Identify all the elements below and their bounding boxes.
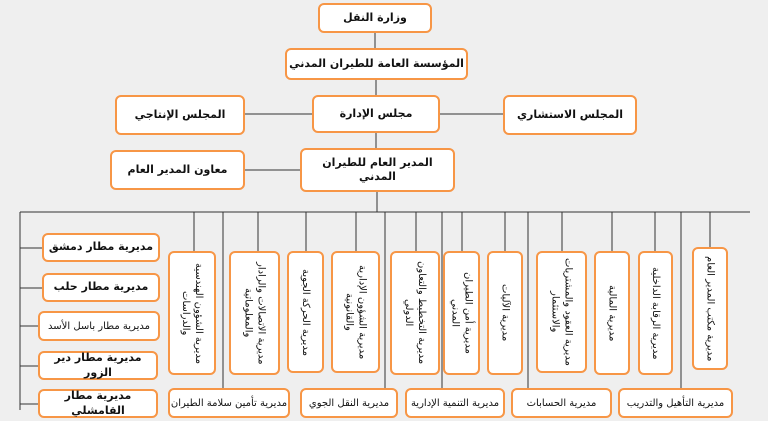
bottom-directorate-box: مديرية التنمية الإدارية (405, 388, 505, 418)
deputy-box: معاون المدير العام (110, 150, 245, 190)
airport-box: مديرية مطار دمشق (42, 233, 160, 262)
production-council-box: المجلس الإنتاجي (115, 95, 245, 135)
advisory-council-box: المجلس الاستشاري (503, 95, 637, 135)
directorate-box: مديرية الشؤون الإدارية والقانونية (331, 251, 380, 373)
directorate-box: مديرية الشؤون الهندسية والدراسات (168, 251, 216, 375)
board-box: مجلس الإدارة (312, 95, 440, 133)
ministry-box: وزارة النقل (318, 3, 432, 33)
airport-box: مديرية مطار دير الزور (38, 351, 158, 380)
bottom-directorate-box: مديرية الحسابات (511, 388, 612, 418)
director-general-box: المدير العام للطيران المدني (300, 148, 455, 192)
directorate-box: مديرية المالية (594, 251, 630, 375)
airport-box: مديرية مطار القامشلي (38, 389, 158, 418)
directorate-box: مديرية الحركة الجوية (287, 251, 324, 373)
bottom-directorate-box: مديرية التأهيل والتدريب (618, 388, 733, 418)
directorate-box: مديرية الرقابة الداخلية (638, 251, 673, 375)
directorate-box: مديرية التخطيط والتعاون الدولي (390, 251, 440, 375)
airport-box: مديرية مطار باسل الأسد (38, 311, 160, 341)
institution-box: المؤسسة العامة للطيران المدني (285, 48, 468, 80)
bottom-directorate-box: مديرية تأمين سلامة الطيران (168, 388, 290, 418)
directorate-box: مديرية الاتصالات والرادار والمعلوماتية (229, 251, 280, 375)
airport-box: مديرية مطار حلب (42, 273, 160, 302)
directorate-box: مديرية العقود والمشتريات والاستثمار (536, 251, 587, 373)
directorate-box: مديرية الآليات (487, 251, 523, 375)
bottom-directorate-box: مديرية النقل الجوي (300, 388, 398, 418)
directorate-box: مديرية أمن الطيران المدني (443, 251, 480, 375)
directorate-box: مديرية مكتب المدير العام (692, 247, 728, 370)
